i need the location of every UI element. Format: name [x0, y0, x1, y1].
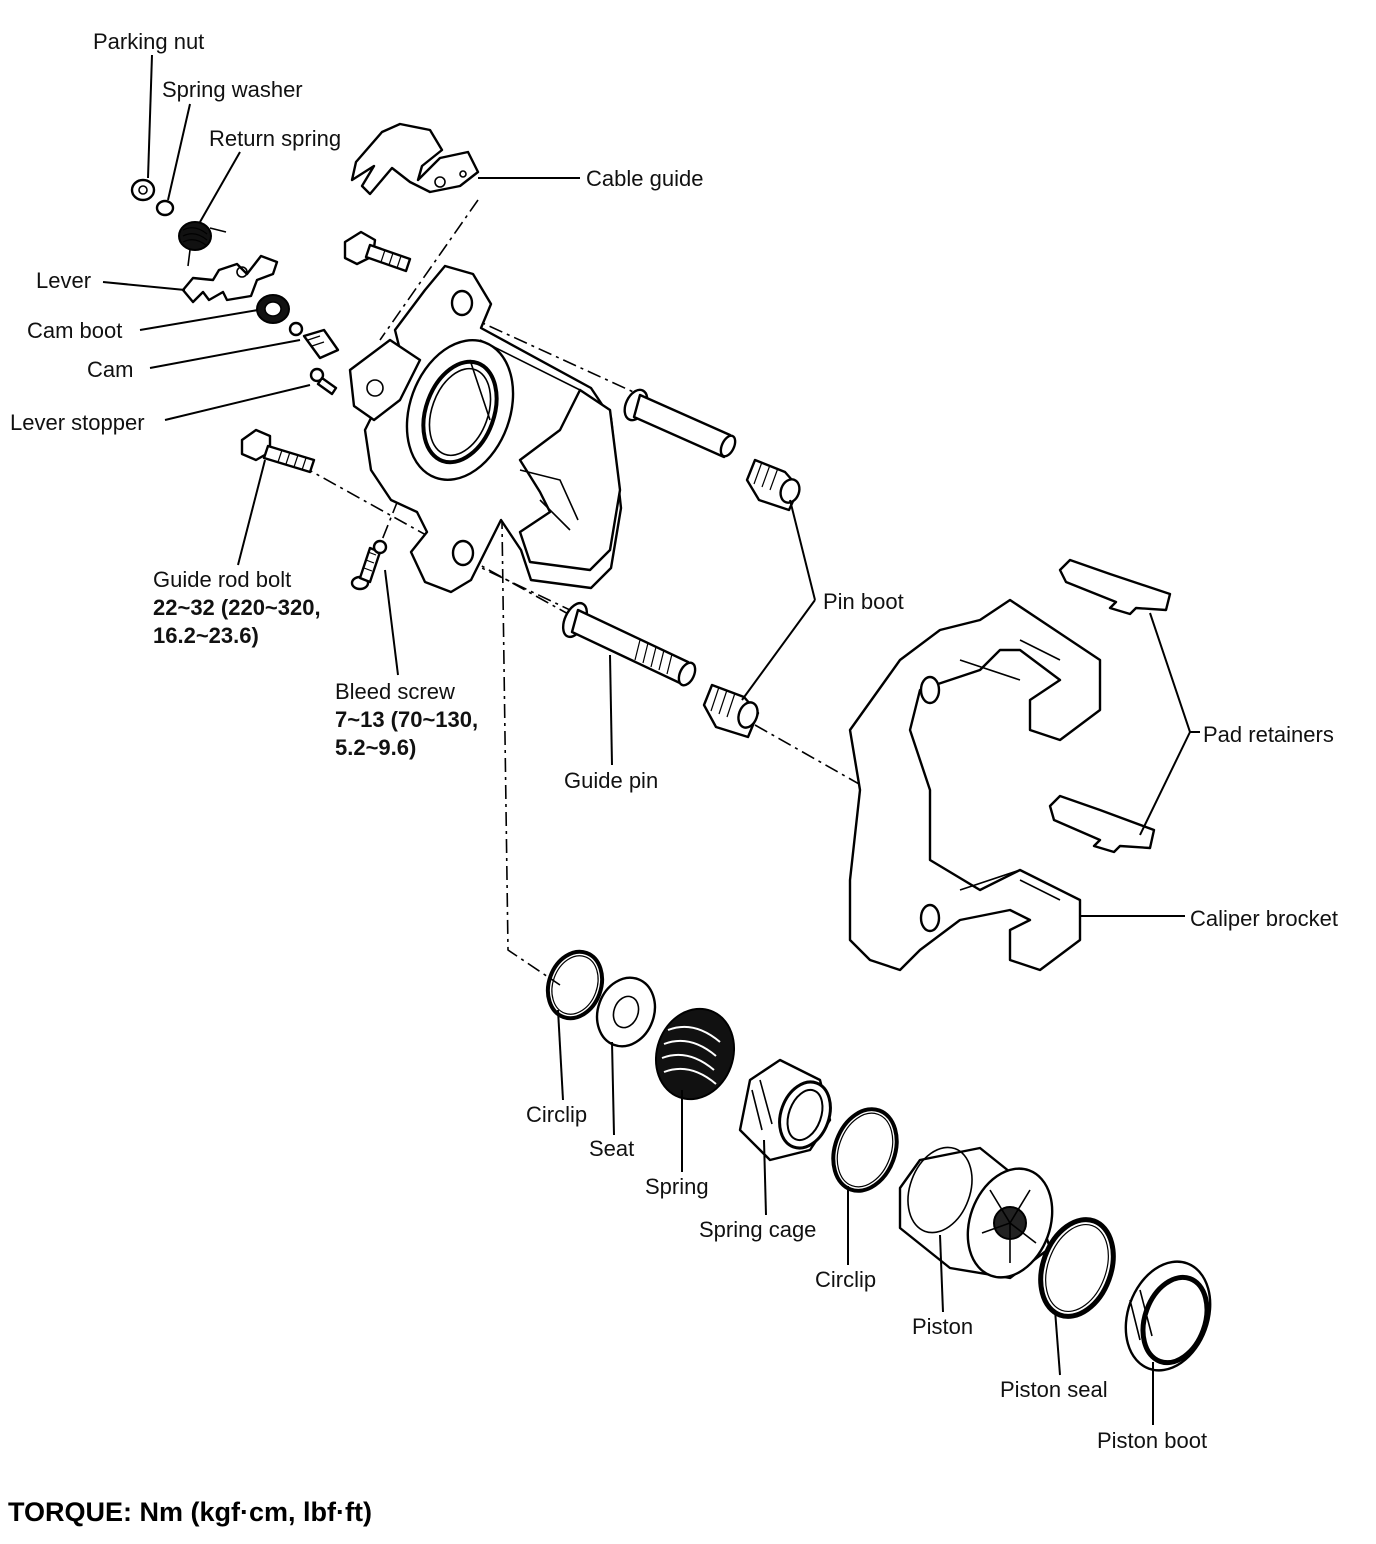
- label-piston-seal: Piston seal: [1000, 1377, 1108, 1402]
- bleed-screw-part: [350, 539, 388, 591]
- label-circlip-1: Circlip: [526, 1102, 587, 1127]
- label-seat: Seat: [589, 1136, 634, 1161]
- lower-pad-retainer-part: [1048, 794, 1156, 854]
- spring-part: [654, 1007, 736, 1101]
- return-spring-part: [178, 221, 227, 267]
- label-circlip-2: Circlip: [815, 1267, 876, 1292]
- label-cam: Cam: [87, 357, 133, 382]
- piston-boot-part: [1124, 1260, 1212, 1372]
- cam-boot-part: [256, 294, 290, 324]
- label-pad-retainers: Pad retainers: [1203, 722, 1334, 747]
- lever-part: [181, 254, 279, 304]
- upper-guide-pin-part: [623, 388, 737, 459]
- circlip-1-part: [545, 949, 605, 1021]
- guide-rod-bolt-part: [240, 428, 316, 474]
- label-cam-boot: Cam boot: [27, 318, 122, 343]
- label-cable-guide: Cable guide: [586, 166, 703, 191]
- lever-stopper-part: [309, 367, 338, 396]
- parking-nut-part: [130, 178, 156, 202]
- label-piston-boot: Piston boot: [1097, 1428, 1207, 1453]
- upper-pin-boot-part: [745, 458, 801, 512]
- upper-bolt-part: [343, 230, 412, 273]
- label-return-spring: Return spring: [209, 126, 341, 151]
- spring-cage-part: [738, 1058, 832, 1162]
- label-caliper-bracket: Caliper brocket: [1190, 906, 1338, 931]
- label-guide-rod-bolt-torque-1: 22~32 (220~320,: [153, 595, 321, 620]
- label-piston: Piston: [912, 1314, 973, 1339]
- piston-seal-part: [1038, 1217, 1116, 1319]
- label-lever-stopper: Lever stopper: [10, 410, 145, 435]
- circlip-2-part: [831, 1107, 899, 1193]
- cam-part: [288, 321, 340, 360]
- lower-pin-boot-part: [702, 683, 760, 739]
- lower-guide-pin-part: [561, 601, 697, 687]
- label-guide-rod-bolt: Guide rod bolt: [153, 567, 291, 592]
- label-bleed-screw: Bleed screw: [335, 679, 455, 704]
- label-spring: Spring: [645, 1174, 709, 1199]
- label-lever: Lever: [36, 268, 91, 293]
- label-guide-pin: Guide pin: [564, 768, 658, 793]
- label-spring-washer: Spring washer: [162, 77, 303, 102]
- seat-part: [595, 976, 657, 1048]
- caliper-body-part: [348, 264, 623, 594]
- cable-guide-part: [350, 122, 480, 196]
- label-guide-rod-bolt-torque-2: 16.2~23.6): [153, 623, 259, 648]
- label-bleed-screw-torque-1: 7~13 (70~130,: [335, 707, 478, 732]
- label-parking-nut: Parking nut: [93, 29, 204, 54]
- label-bleed-screw-torque-2: 5.2~9.6): [335, 735, 416, 760]
- spring-washer-part: [155, 199, 175, 217]
- leader-lines: [102, 54, 1200, 1425]
- label-pin-boot: Pin boot: [823, 589, 904, 614]
- torque-units-note: TORQUE: Nm (kgf·cm, lbf·ft): [8, 1497, 372, 1527]
- upper-pad-retainer-part: [1058, 558, 1172, 616]
- caliper-bracket-part: [848, 598, 1102, 972]
- piston-part: [898, 1146, 1054, 1280]
- labels: Parking nut Spring washer Return spring …: [10, 29, 1338, 1453]
- assembly-lines: [299, 199, 906, 986]
- label-spring-cage: Spring cage: [699, 1217, 816, 1242]
